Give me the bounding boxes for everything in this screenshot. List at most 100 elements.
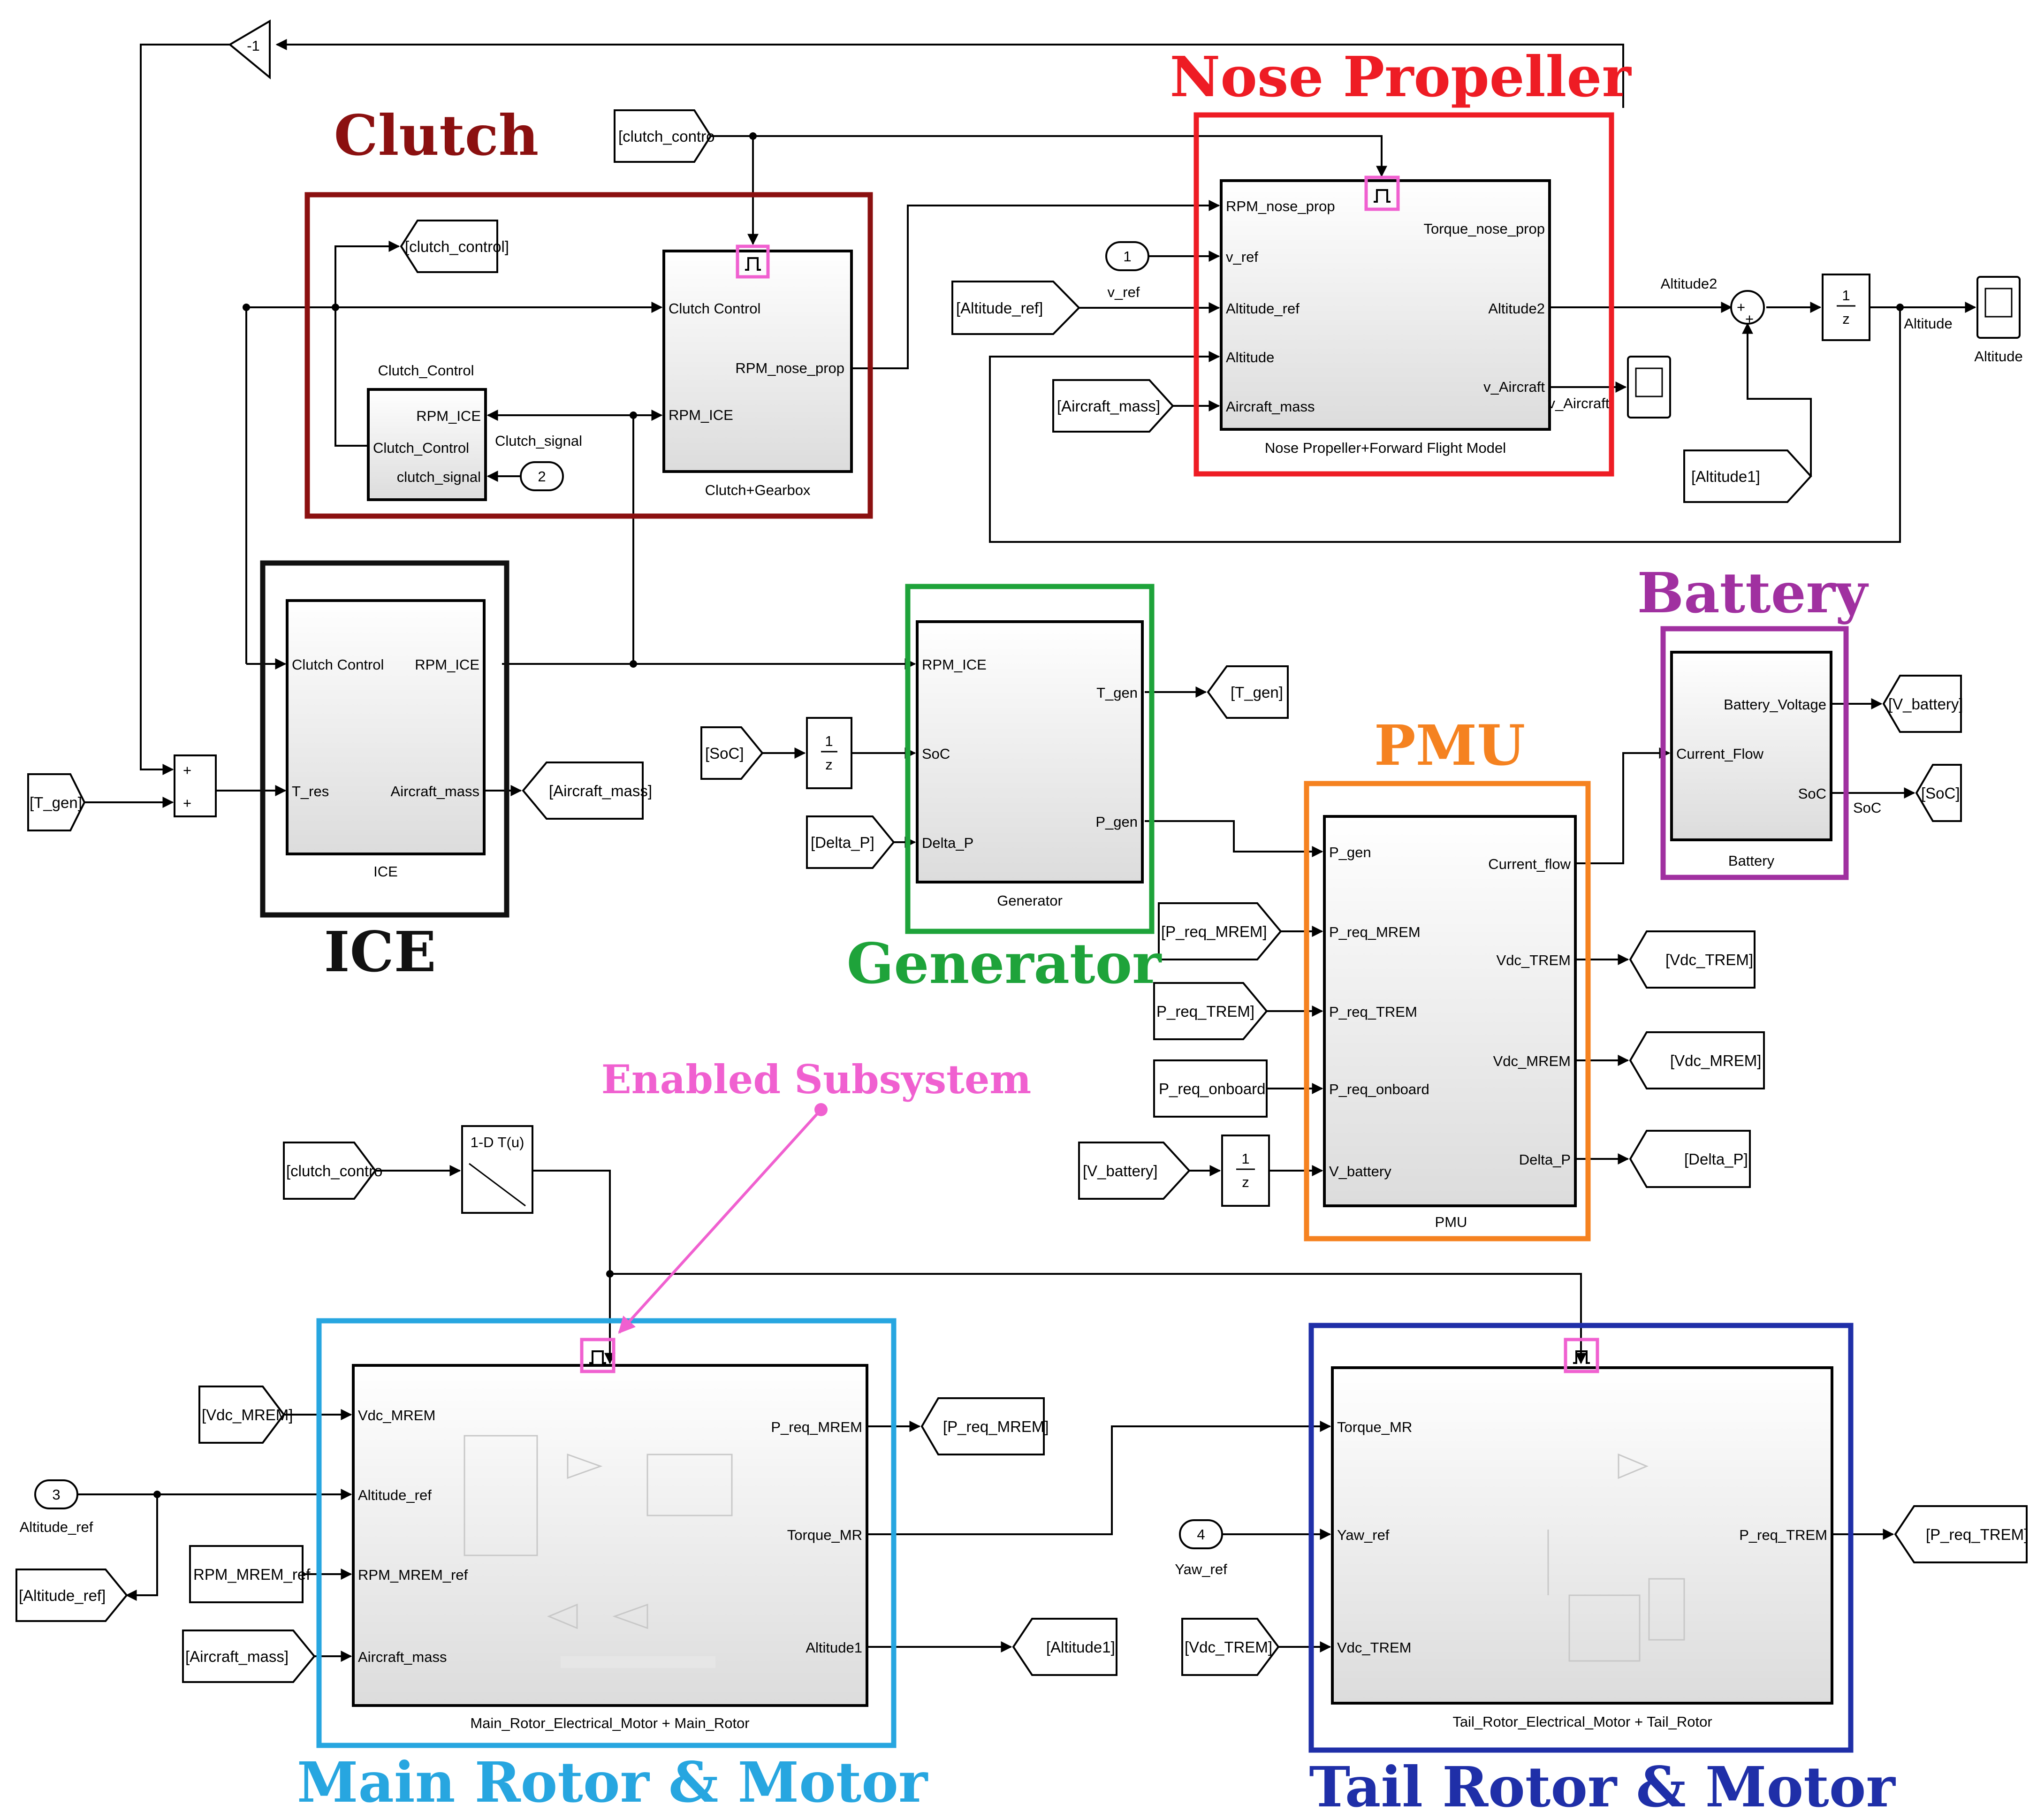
tag-text: [P_req_TREM] bbox=[1926, 1526, 2028, 1543]
tag-text: [Vdc_MREM] bbox=[202, 1406, 293, 1424]
unit-delay-altitude[interactable]: 1 z bbox=[1822, 274, 1870, 341]
inport-number: 1 bbox=[1123, 248, 1131, 265]
nose-propeller-block[interactable]: RPM_nose_prop v_ref Altitude_ref Altitud… bbox=[1220, 179, 1551, 456]
frame-battery bbox=[1660, 626, 1849, 880]
sum-altitude[interactable]: + + bbox=[1730, 290, 1765, 327]
inport-label: Yaw_ref bbox=[1175, 1561, 1227, 1577]
scope-v-aircraft[interactable] bbox=[1627, 356, 1671, 419]
tag-p-req-trem-goto[interactable]: [P_req_TREM] bbox=[1894, 1505, 2028, 1563]
gain-block[interactable]: -1 bbox=[228, 19, 271, 80]
unit-delay-soc[interactable]: 1 z bbox=[806, 717, 852, 789]
tag-text: [Aircraft_mass] bbox=[549, 782, 652, 800]
port-torque-nose-prop: Torque_nose_prop bbox=[1423, 221, 1545, 237]
unit-delay-vbattery[interactable]: 1 z bbox=[1221, 1135, 1270, 1207]
tag-aircraft-mass-from[interactable]: [Aircraft_mass] bbox=[1052, 379, 1174, 433]
tail-rotor-block[interactable]: Torque_MR Yaw_ref Vdc_TREM P_req_TREM Ta… bbox=[1331, 1366, 1833, 1730]
port-p-req-mrem: P_req_MREM bbox=[771, 1419, 862, 1435]
port-rpm-ice: RPM_ICE bbox=[416, 408, 481, 424]
tag-altitude-ref-goto[interactable]: [Altitude_ref] bbox=[15, 1569, 128, 1622]
battery-block[interactable]: Current_Flow Battery_Voltage SoC Battery bbox=[1670, 651, 1832, 869]
sum-block[interactable]: + + bbox=[174, 754, 217, 817]
sum-plus: + bbox=[1737, 299, 1745, 315]
port-v-battery: V_battery bbox=[1329, 1163, 1391, 1180]
tag-vdc-trem-from[interactable]: [Vdc_TREM] bbox=[1181, 1618, 1280, 1676]
port-torque-mr: Torque_MR bbox=[787, 1527, 862, 1543]
tag-text: [V_battery] bbox=[1083, 1162, 1158, 1180]
title-main-rotor: Main Rotor & Motor bbox=[297, 1750, 928, 1815]
block-name: PMU bbox=[1435, 1214, 1467, 1230]
scope-altitude[interactable]: Altitude bbox=[1974, 276, 2023, 365]
main-rotor-block[interactable]: Vdc_MREM Altitude_ref RPM_MREM_ref Aircr… bbox=[352, 1364, 868, 1731]
tag-vdc-trem-goto[interactable]: [Vdc_TREM] bbox=[1629, 930, 1756, 989]
tag-delta-p-goto[interactable]: [Delta_P] bbox=[1629, 1130, 1751, 1188]
title-tail-rotor: Tail Rotor & Motor bbox=[1309, 1754, 1896, 1820]
port-delta-p: Delta_P bbox=[1519, 1151, 1571, 1168]
lookup-table[interactable]: 1-D T(u) bbox=[461, 1125, 533, 1214]
tag-v-battery-from[interactable]: [V_battery] bbox=[1078, 1142, 1191, 1200]
port-clutch-control: Clutch Control bbox=[669, 300, 760, 317]
tag-delta-p-from[interactable]: [Delta_P] bbox=[806, 815, 895, 869]
tag-p-req-mrem-from[interactable]: [P_req_MREM] bbox=[1158, 902, 1282, 960]
const-p-req-onboard[interactable]: P_req_onboard bbox=[1153, 1059, 1268, 1118]
title-nose-propeller: Nose Propeller bbox=[1170, 44, 1632, 109]
port-p-req-trem: P_req_TREM bbox=[1739, 1527, 1827, 1543]
tag-v-battery-goto[interactable]: [V_battery] bbox=[1882, 675, 1963, 733]
inport-number: 2 bbox=[538, 468, 546, 485]
tag-aircraft-mass-from2[interactable]: [Aircraft_mass] bbox=[182, 1630, 316, 1683]
port-soc: SoC bbox=[922, 746, 950, 762]
port-v-ref: v_ref bbox=[1226, 249, 1258, 265]
tag-clutch-contro-top[interactable]: [clutch_contro bbox=[614, 109, 714, 163]
port-p-req-mrem: P_req_MREM bbox=[1329, 924, 1421, 940]
tag-vdc-mrem-goto[interactable]: [Vdc_MREM] bbox=[1629, 1031, 1765, 1089]
port-altitude-ref: Altitude_ref bbox=[358, 1487, 432, 1503]
clutch-control-block[interactable]: Clutch_Control Clutch_Control clutch_sig… bbox=[367, 362, 487, 501]
tag-vdc-mrem-from[interactable]: [Vdc_MREM] bbox=[198, 1386, 293, 1444]
port-rpm-ice: RPM_ICE bbox=[922, 656, 987, 673]
block-name: Tail_Rotor_Electrical_Motor + Tail_Rotor bbox=[1452, 1713, 1712, 1730]
tag-text: [Vdc_TREM] bbox=[1185, 1638, 1272, 1656]
tag-clutch-contro-bottom[interactable]: [clutch_contro bbox=[283, 1142, 382, 1200]
tag-p-req-mrem-goto[interactable]: [P_req_MREM] bbox=[920, 1397, 1049, 1455]
port-current-flow: Current_Flow bbox=[1676, 746, 1764, 762]
const-rpm-mrem-ref[interactable]: RPM_MREM_ref bbox=[189, 1545, 311, 1603]
inport-number: 4 bbox=[1197, 1526, 1205, 1543]
junction-dots bbox=[153, 132, 1904, 1498]
tag-soc-goto[interactable]: [SoC] bbox=[1915, 764, 1962, 822]
tag-t-gen-goto[interactable]: [T_gen] bbox=[1207, 665, 1289, 719]
inport-4[interactable]: 4 Yaw_ref bbox=[1175, 1519, 1227, 1577]
pmu-block[interactable]: P_gen P_req_MREM P_req_TREM P_req_onboar… bbox=[1323, 815, 1577, 1230]
tag-aircraft-mass-goto[interactable]: [Aircraft_mass] bbox=[522, 762, 652, 820]
clutch-gearbox-block[interactable]: Clutch Control RPM_ICE RPM_nose_prop Clu… bbox=[662, 250, 853, 498]
inport-2[interactable]: 2 bbox=[520, 461, 564, 491]
tag-text: RPM_MREM_ref bbox=[193, 1566, 311, 1583]
signal-v-ref: v_ref bbox=[1108, 284, 1140, 300]
block-name: Clutch+Gearbox bbox=[705, 482, 811, 498]
tag-altitude1-from[interactable]: [Altitude1] bbox=[1683, 449, 1812, 503]
tag-p-req-trem-from[interactable]: P_req_TREM] bbox=[1153, 982, 1268, 1040]
port-p-gen: P_gen bbox=[1095, 814, 1138, 830]
tag-soc-from[interactable]: [SoC] bbox=[700, 726, 764, 780]
tag-altitude1-goto[interactable]: [Altitude1] bbox=[1012, 1618, 1117, 1676]
generator-block[interactable]: RPM_ICE SoC Delta_P T_gen P_gen Generato… bbox=[916, 620, 1144, 909]
delay-num: 1 bbox=[1241, 1150, 1249, 1167]
port-vdc-mrem: Vdc_MREM bbox=[1493, 1053, 1571, 1069]
tag-t-gen-from[interactable]: [T_gen] bbox=[27, 773, 86, 831]
port-rpm-mrem-ref: RPM_MREM_ref bbox=[358, 1567, 468, 1583]
tag-text: [T_gen] bbox=[30, 794, 82, 811]
signal-clutch-signal: Clutch_signal bbox=[495, 433, 582, 449]
port-clutch-signal: clutch_signal bbox=[397, 469, 481, 485]
tag-text: [clutch_control] bbox=[405, 238, 509, 255]
tag-altitude-ref-from[interactable]: [Altitude_ref] bbox=[951, 281, 1080, 335]
block-name: Nose Propeller+Forward Flight Model bbox=[1265, 440, 1506, 456]
ice-block[interactable]: Clutch Control T_res RPM_ICE Aircraft_ma… bbox=[286, 599, 486, 880]
tag-text: [Altitude_ref] bbox=[956, 299, 1043, 317]
delay-den: z bbox=[825, 756, 833, 773]
tag-clutch-control-goto[interactable]: [clutch_control] bbox=[400, 220, 509, 273]
inport-3[interactable]: 3 Altitude_ref bbox=[20, 1479, 93, 1535]
frame-ice bbox=[260, 560, 509, 918]
delay-den: z bbox=[1242, 1174, 1249, 1190]
inport-1[interactable]: 1 bbox=[1105, 241, 1149, 271]
lookup-label: 1-D T(u) bbox=[471, 1134, 524, 1150]
title-generator: Generator bbox=[847, 931, 1163, 996]
